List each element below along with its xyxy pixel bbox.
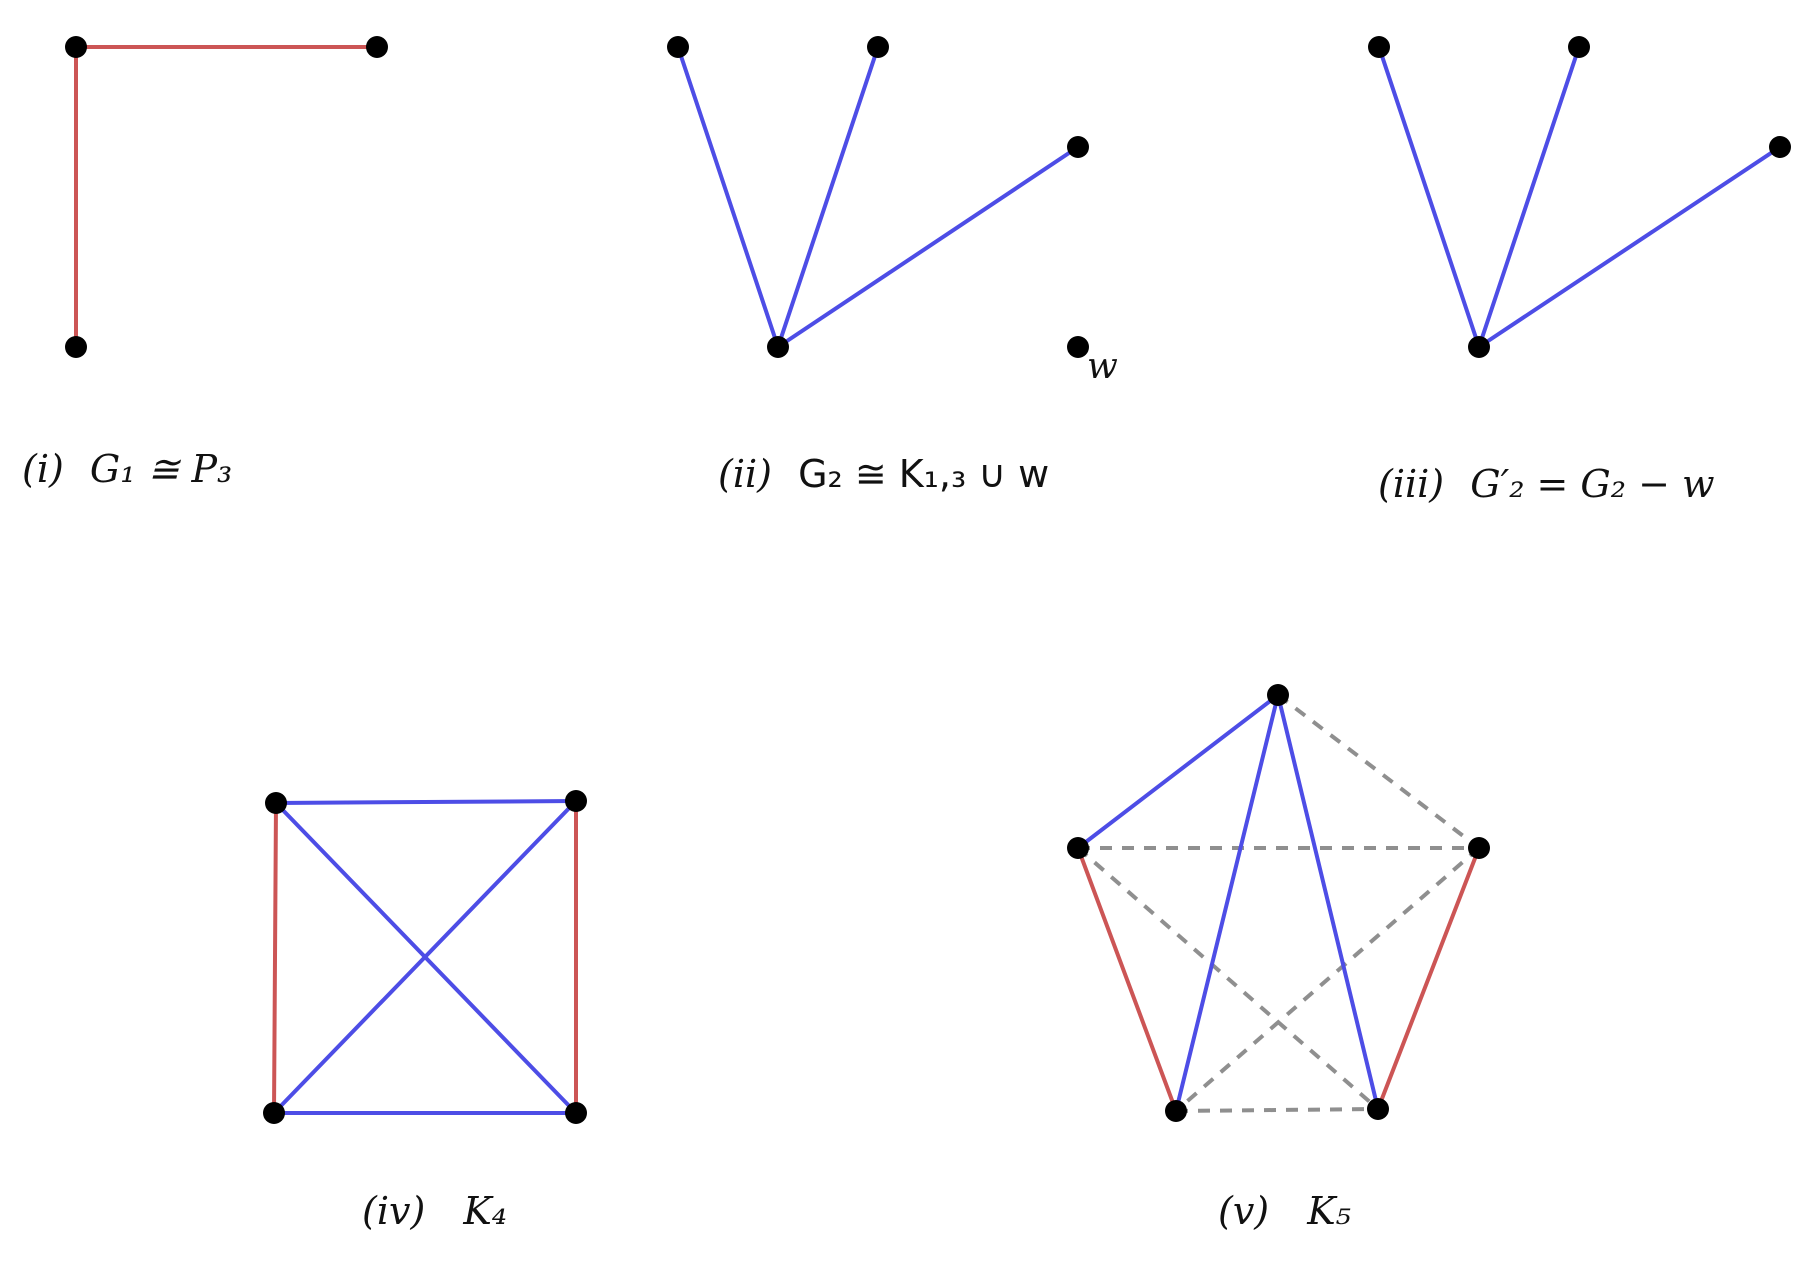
g2-vertex-leaf-3 xyxy=(1067,136,1089,158)
g1-vertex-top-right xyxy=(366,36,388,58)
k5-edge-right-bottomleft xyxy=(1174,846,1481,1113)
g3-vertex-leaf-3 xyxy=(1769,136,1791,158)
g3-vertex-center xyxy=(1468,336,1490,358)
g3-caption-num: (iii) xyxy=(1378,462,1444,506)
k4-vertex-bottom-right xyxy=(565,1102,587,1124)
k4-caption-expr: K₄ xyxy=(462,1189,507,1233)
g1-caption-num: (i) xyxy=(22,447,64,491)
g2-vertex-leaf-1 xyxy=(667,36,689,58)
g3-edge-2 xyxy=(1477,45,1581,349)
k4-edge-left xyxy=(272,801,278,1115)
graph-g1: (i) G₁ ≅ P₃ xyxy=(22,36,388,491)
k4-vertex-bottom-left xyxy=(263,1102,285,1124)
g2-vertex-leaf-2 xyxy=(867,36,889,58)
k5-edge-top-bottomleft xyxy=(1174,693,1280,1113)
k5-vertex-bottom-left xyxy=(1165,1100,1187,1122)
graph-k4: (iv) K₄ xyxy=(263,790,587,1233)
graph-g3: (iii) G′₂ = G₂ − w xyxy=(1368,36,1791,506)
k5-edge-left-bottomleft xyxy=(1076,846,1178,1113)
g2-caption-expr: G₂ ≅ K₁,₃ ∪ w xyxy=(798,452,1049,496)
g3-vertex-leaf-2 xyxy=(1568,36,1590,58)
g3-caption-expr: G′₂ = G₂ − w xyxy=(1470,462,1714,506)
k5-vertex-left xyxy=(1067,837,1089,859)
k4-edge-top xyxy=(274,799,578,805)
k5-edge-right-bottomright xyxy=(1376,846,1481,1111)
graph-g2: w (ii) G₂ ≅ K₁,₃ ∪ w xyxy=(667,36,1118,496)
k5-caption-expr: K₅ xyxy=(1306,1189,1351,1233)
k5-edge-bottom xyxy=(1175,1107,1379,1113)
k4-caption: (iv) K₄ xyxy=(362,1189,507,1233)
g2-vertex-w xyxy=(1067,336,1089,358)
g2-caption: (ii) G₂ ≅ K₁,₃ ∪ w xyxy=(718,452,1049,496)
k5-caption-num: (v) xyxy=(1218,1189,1269,1233)
g2-caption-num: (ii) xyxy=(718,452,772,496)
g2-edge-2 xyxy=(776,45,880,349)
g2-vertex-w-label: w xyxy=(1087,346,1118,387)
k5-vertex-bottom-right xyxy=(1367,1098,1389,1120)
k4-vertex-top-left xyxy=(265,792,287,814)
k4-edge-diag-2 xyxy=(272,799,578,1115)
k4-vertex-top-right xyxy=(565,790,587,812)
graph-k5: (v) K₅ xyxy=(1067,684,1490,1233)
g3-edge-3 xyxy=(1477,145,1782,349)
g3-vertex-leaf-1 xyxy=(1368,36,1390,58)
k5-vertex-right xyxy=(1468,837,1490,859)
k5-edge-left-bottomright xyxy=(1076,846,1380,1111)
g1-vertex-top-left xyxy=(65,36,87,58)
g3-caption: (iii) G′₂ = G₂ − w xyxy=(1378,462,1715,506)
g3-edge-1 xyxy=(1377,45,1481,349)
g1-vertex-bottom-left xyxy=(65,336,87,358)
g2-vertex-center xyxy=(767,336,789,358)
k5-caption: (v) K₅ xyxy=(1218,1189,1351,1233)
k5-edge-top-bottomright xyxy=(1276,693,1380,1111)
g1-caption-expr: G₁ ≅ P₃ xyxy=(90,447,232,491)
k4-caption-num: (iv) xyxy=(362,1189,425,1233)
g2-edge-3 xyxy=(776,145,1080,349)
g2-edge-1 xyxy=(676,45,780,349)
g1-caption: (i) G₁ ≅ P₃ xyxy=(22,447,232,491)
k5-edge-top-left xyxy=(1076,693,1280,850)
k5-vertex-top xyxy=(1267,684,1289,706)
